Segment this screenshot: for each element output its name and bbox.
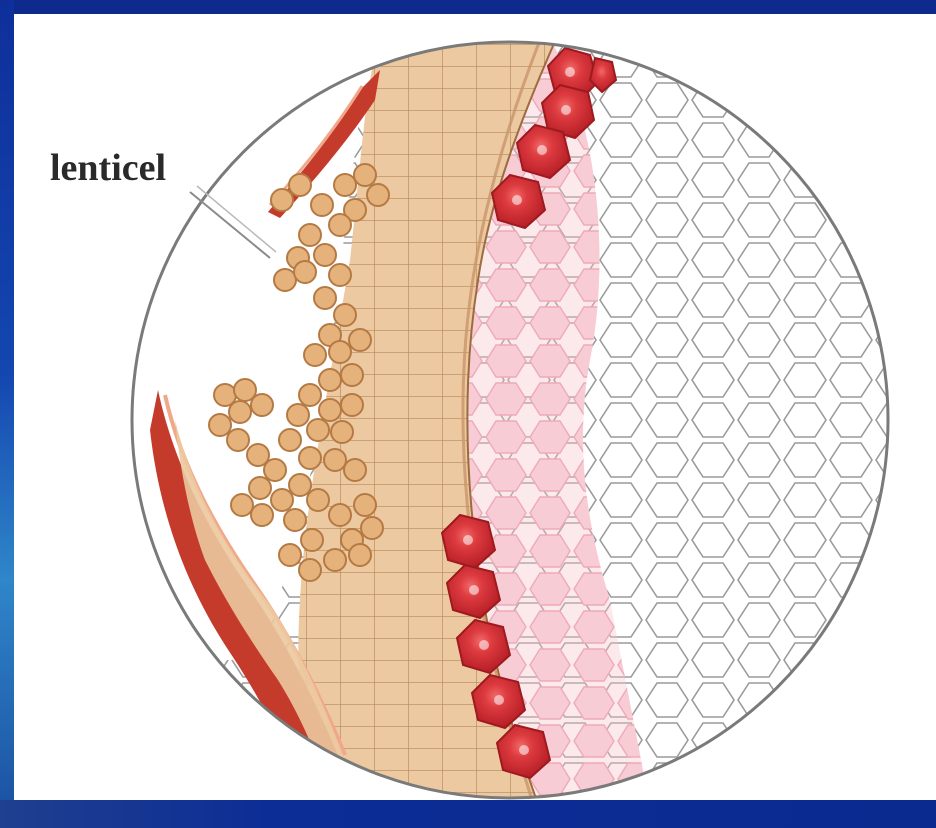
lenticel-label: lenticel [50, 147, 166, 189]
